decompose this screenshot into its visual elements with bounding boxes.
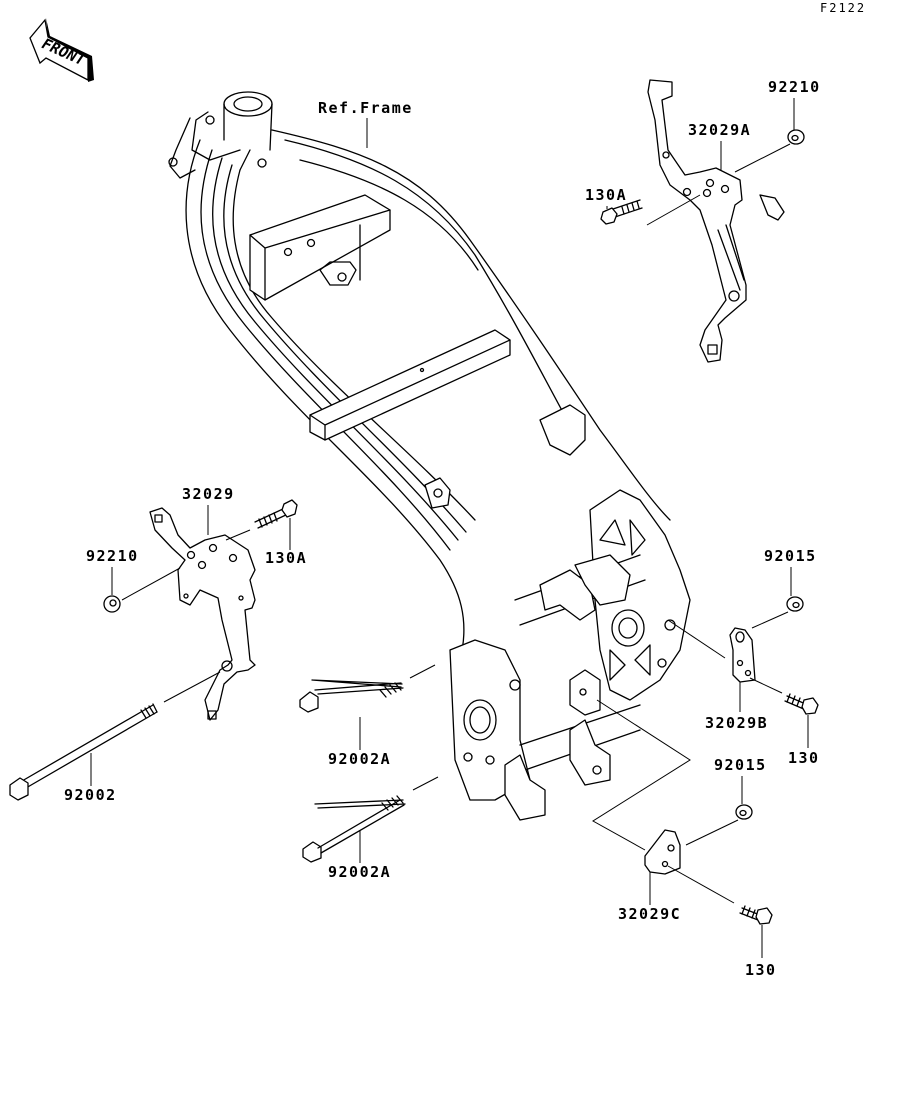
bolt-92002 xyxy=(9,703,158,801)
bolt-130A-top xyxy=(600,199,643,225)
bolt-130-bottom xyxy=(739,905,773,925)
bracket-32029C xyxy=(644,829,681,875)
bracket-32029A xyxy=(647,79,785,363)
nut-92210-left xyxy=(103,595,121,613)
ref-frame-label: Ref.Frame xyxy=(318,99,413,117)
figure-code: F2122 xyxy=(820,1,866,15)
nut-92015-bottom xyxy=(735,804,753,820)
callout-32029A: 32029A xyxy=(688,121,751,139)
callout-92002A-1: 92002A xyxy=(328,750,391,768)
callout-92210-left: 92210 xyxy=(86,547,139,565)
callout-130A-left: 130A xyxy=(265,549,307,567)
callout-92015-bottom: 92015 xyxy=(714,756,767,774)
callout-130A-top: 130A xyxy=(585,186,627,204)
bolt-92002A-lower xyxy=(302,795,406,863)
callout-92210-top: 92210 xyxy=(768,78,821,96)
callout-92002A-2: 92002A xyxy=(328,863,391,881)
nut-92015-top xyxy=(786,596,804,612)
callout-130-top: 130 xyxy=(788,749,820,767)
callout-130-bottom: 130 xyxy=(745,961,777,979)
callout-32029: 32029 xyxy=(182,485,235,503)
bracket-32029B xyxy=(729,627,756,683)
bracket-32029 xyxy=(149,507,256,721)
bolt-92002A-upper xyxy=(299,679,404,713)
callout-32029B: 32029B xyxy=(705,714,768,732)
nut-92210-top xyxy=(787,129,805,145)
callout-32029C: 32029C xyxy=(618,905,681,923)
front-arrow-icon: FRONT xyxy=(29,18,94,82)
bolt-130A-left xyxy=(254,499,298,529)
callout-92002: 92002 xyxy=(64,786,117,804)
callout-92015-top: 92015 xyxy=(764,547,817,565)
motorcycle-frame xyxy=(168,91,691,821)
bolt-130-top xyxy=(784,693,819,715)
